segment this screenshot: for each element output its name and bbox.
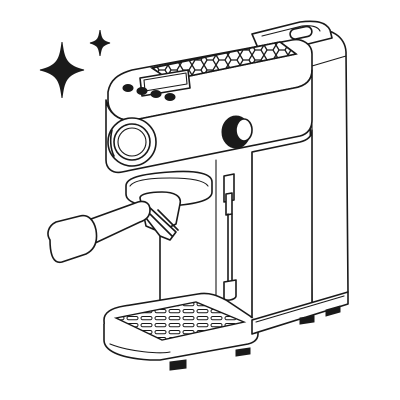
portafilter-handle[interactable] [47, 214, 98, 264]
button-steam-icon[interactable] [164, 93, 176, 101]
drip-tray-grate [113, 301, 247, 341]
control-buttons [122, 84, 176, 101]
steam-knob[interactable] [221, 115, 253, 149]
pressure-gauge [107, 117, 157, 167]
portafilter[interactable] [47, 191, 182, 264]
drip-tray [103, 292, 259, 361]
sparkle-small-icon [89, 29, 111, 57]
machine-base [169, 291, 349, 371]
button-double-shot-icon[interactable] [150, 90, 162, 98]
button-single-shot-icon[interactable] [136, 87, 148, 95]
button-power-icon[interactable] [122, 84, 134, 92]
front-face [105, 69, 313, 174]
sparkle-large-icon [39, 41, 85, 99]
steam-wand [223, 173, 237, 301]
